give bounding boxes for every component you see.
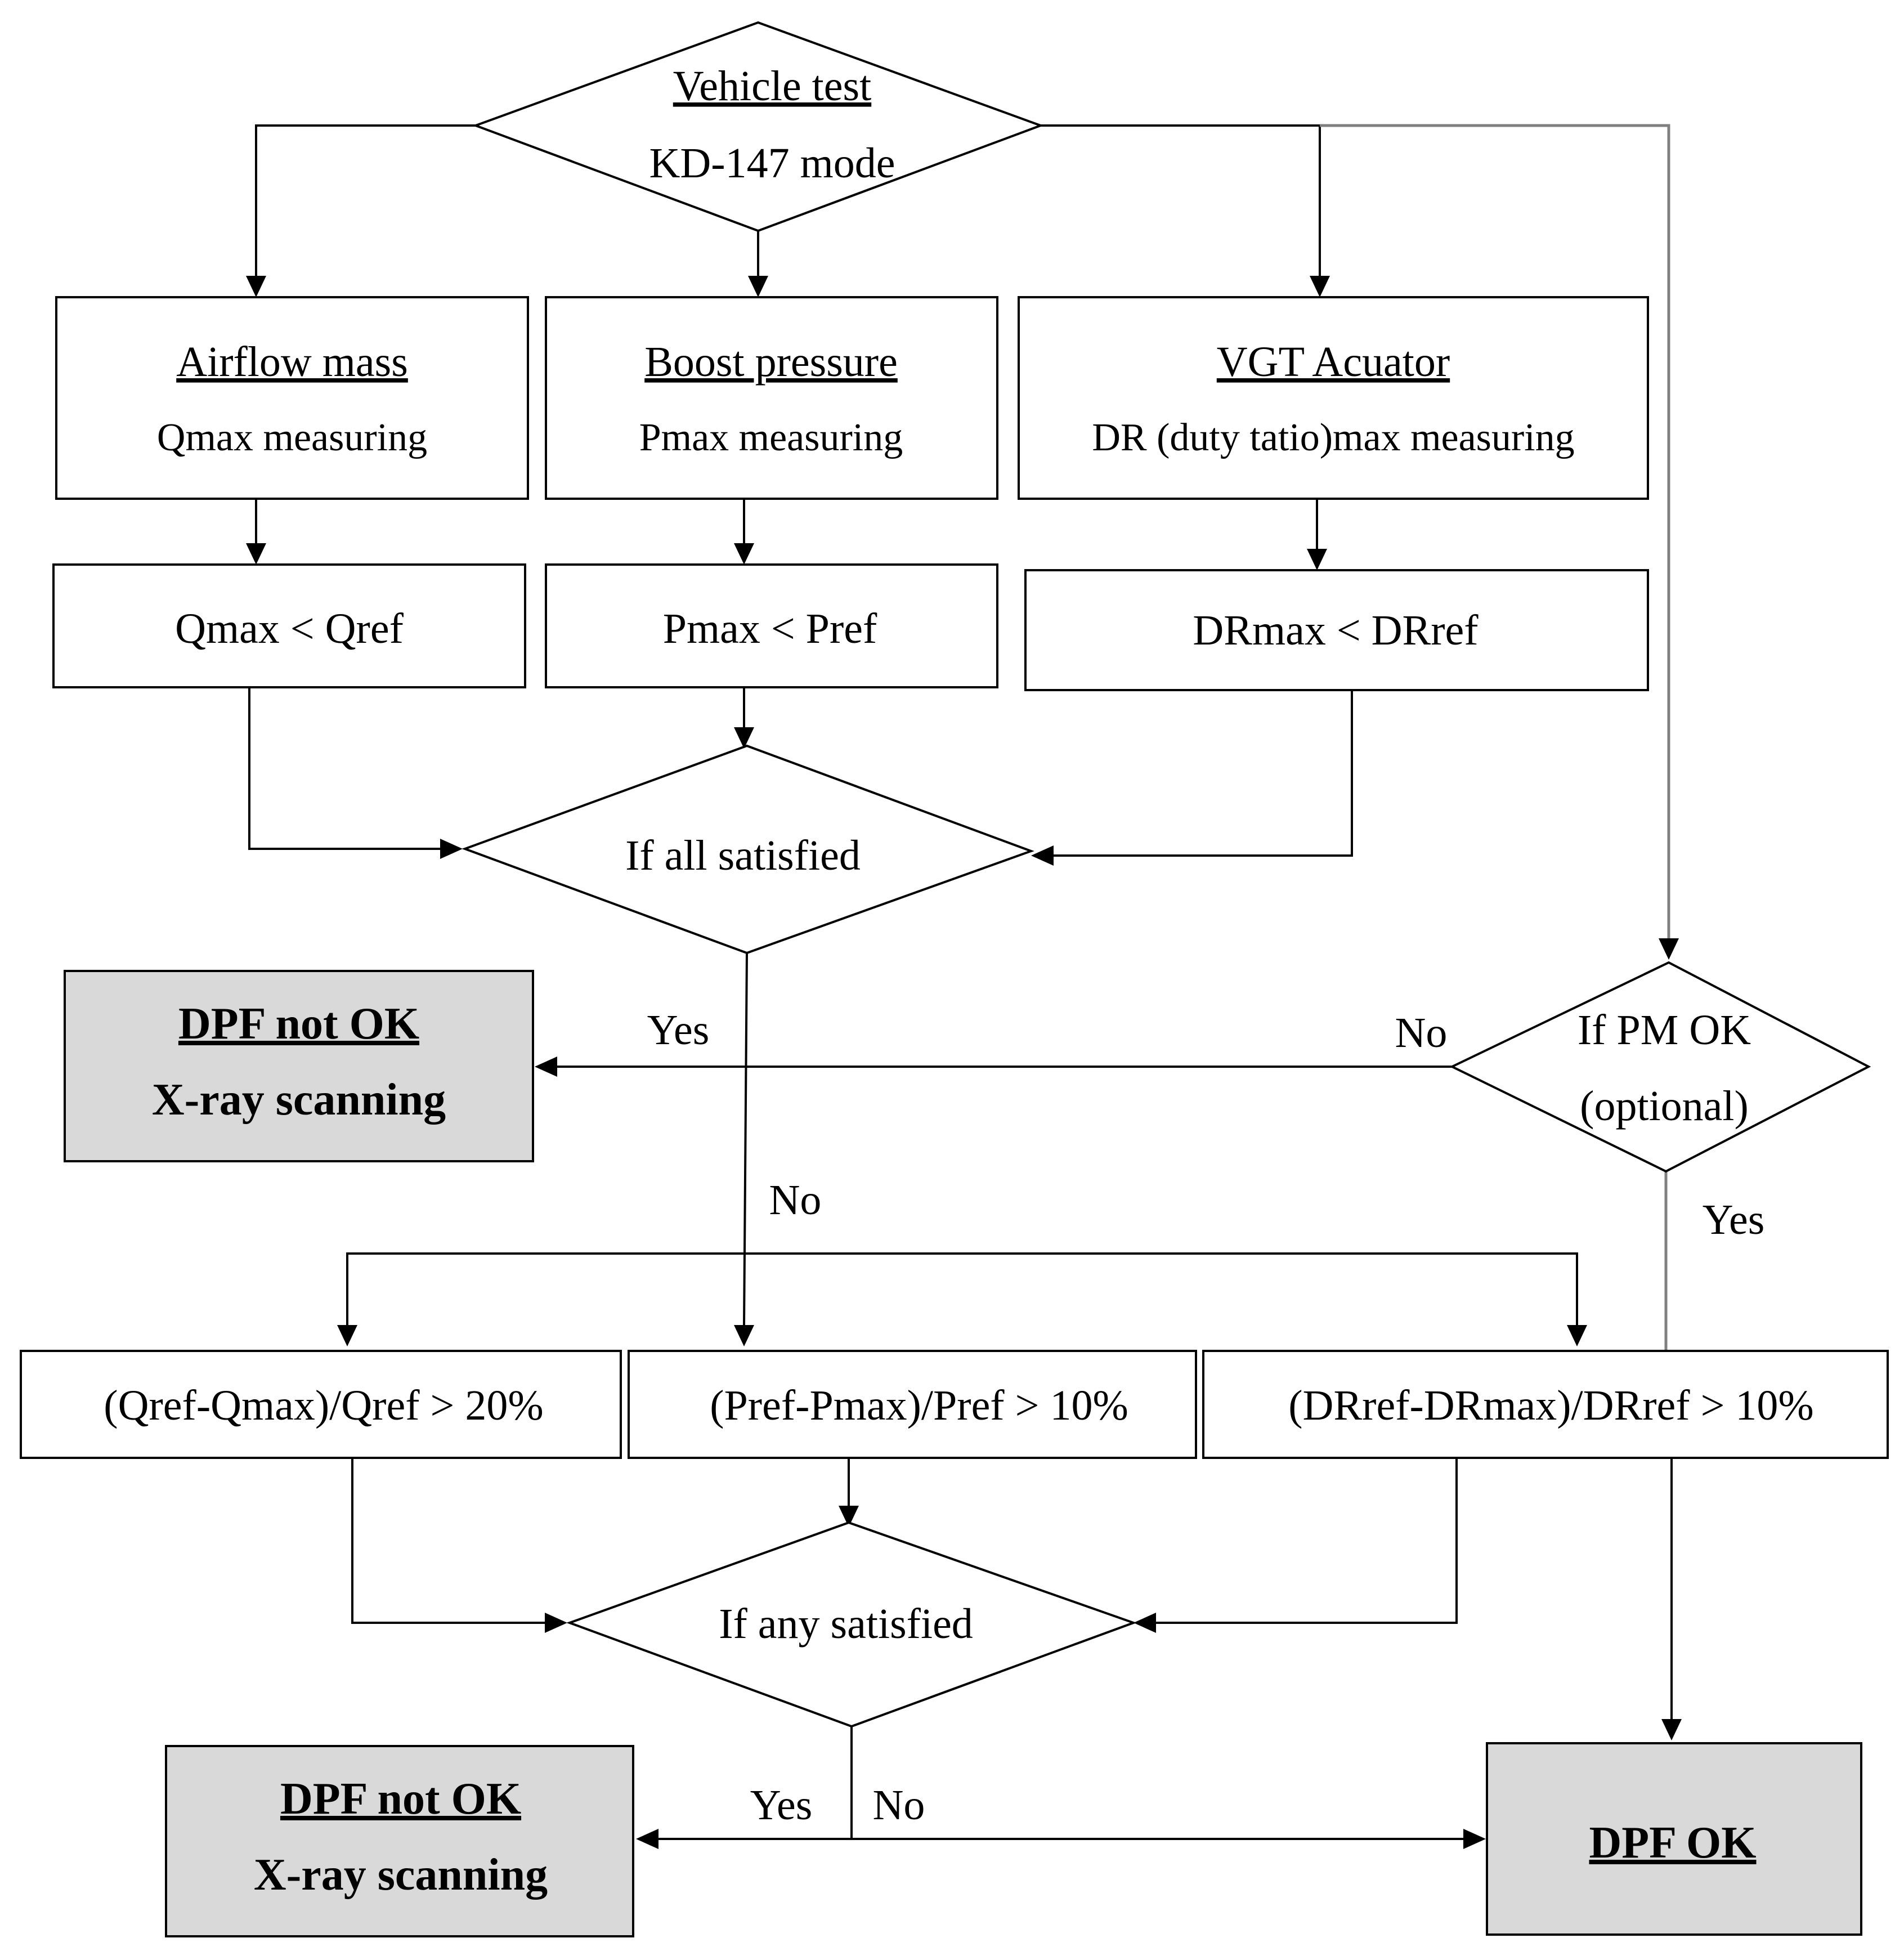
vgt-title: VGT Acuator bbox=[1217, 338, 1450, 386]
pcompare-text: Pmax < Pref bbox=[663, 605, 877, 652]
qcompare-box bbox=[52, 563, 526, 688]
connector-drcompare-all bbox=[1050, 690, 1353, 857]
drthreshold-box bbox=[1202, 1350, 1889, 1459]
connector-drthreshold-any bbox=[1154, 1458, 1458, 1624]
threshold-q: (Qref-Qmax)/Qref > 20% bbox=[20, 1350, 622, 1459]
drthreshold-text: (DRref-DRmax)/DRref > 10% bbox=[1288, 1382, 1814, 1429]
start-node: Vehicle test KD-147 mode bbox=[472, 21, 1044, 232]
edge-labels: Yes No No Yes Yes No bbox=[647, 1006, 1765, 1829]
decision-pm-line2: (optional) bbox=[1580, 1082, 1749, 1130]
start-title: Vehicle test bbox=[673, 62, 871, 110]
start-diamond bbox=[472, 21, 1044, 232]
qthreshold-text: (Qref-Qmax)/Qref > 20% bbox=[104, 1382, 543, 1429]
arrow-to-qcompare bbox=[246, 543, 266, 565]
arrow-to-notok-bottom bbox=[636, 1829, 658, 1849]
measure-boost: Boost pressure Pmax measuring bbox=[545, 296, 998, 500]
notok-top-title: DPF not OK bbox=[178, 999, 419, 1049]
label-yes-any: Yes bbox=[750, 1782, 813, 1829]
qcompare-text: Qmax < Qref bbox=[175, 605, 404, 652]
connector-qthreshold-any bbox=[351, 1458, 549, 1624]
arrow-to-ok-top bbox=[1661, 1719, 1682, 1740]
arrow-to-airflow bbox=[246, 276, 266, 297]
connector-start-pm bbox=[1320, 124, 1670, 943]
label-yes-pm: Yes bbox=[1703, 1196, 1765, 1243]
decision-all-diamond bbox=[462, 744, 1034, 955]
decision-any-text: If any satisfied bbox=[719, 1600, 973, 1648]
ok-result: DPF OK bbox=[1486, 1742, 1862, 1936]
connector-start-airflow bbox=[255, 124, 476, 281]
arrow-pt-to-any bbox=[839, 1506, 859, 1527]
qthreshold-box bbox=[20, 1350, 622, 1459]
decision-any: If any satisfied bbox=[566, 1521, 1137, 1728]
arrow-to-boost bbox=[748, 276, 768, 297]
boost-title: Boost pressure bbox=[644, 338, 898, 386]
label-no-all: No bbox=[769, 1176, 822, 1224]
threshold-p: (Pref-Pmax)/Pref > 10% bbox=[628, 1350, 1197, 1459]
notok-top: DPF not OK X-ray scanning bbox=[64, 970, 534, 1162]
boost-subtitle: Pmax measuring bbox=[639, 416, 903, 459]
compare-dr: DRmax < DRref bbox=[1024, 569, 1649, 691]
ok-box bbox=[1486, 1742, 1862, 1936]
decision-pm: If PM OK (optional) bbox=[1449, 961, 1871, 1173]
airflow-box bbox=[55, 296, 529, 500]
connector-start-vgt bbox=[1041, 124, 1321, 281]
drcompare-box bbox=[1024, 569, 1649, 691]
arrow-to-pthreshold bbox=[734, 1325, 754, 1346]
decision-pm-line1: If PM OK bbox=[1578, 1006, 1751, 1054]
label-yes-all: Yes bbox=[647, 1006, 710, 1054]
measure-airflow: Airflow mass Qmax measuring bbox=[55, 296, 529, 500]
decision-all-text: If all satisfied bbox=[625, 832, 861, 879]
arrow-p-to-all bbox=[734, 727, 754, 749]
threshold-dr: (DRref-DRmax)/DRref > 10% bbox=[1202, 1350, 1889, 1459]
connectors bbox=[246, 124, 1682, 1849]
airflow-subtitle: Qmax measuring bbox=[157, 416, 427, 459]
arrow-dr-to-all bbox=[1031, 845, 1054, 866]
boost-box bbox=[545, 296, 998, 500]
drcompare-text: DRmax < DRref bbox=[1193, 607, 1479, 654]
notok-top-subtitle: X-ray scanning bbox=[152, 1075, 446, 1125]
decision-any-diamond bbox=[566, 1521, 1137, 1728]
notok-bottom-title: DPF not OK bbox=[280, 1774, 521, 1824]
arrow-to-notok-top bbox=[535, 1057, 557, 1077]
arrow-q-to-all bbox=[440, 839, 463, 859]
compare-q: Qmax < Qref bbox=[52, 563, 526, 688]
arrow-to-ok-side bbox=[1463, 1829, 1486, 1849]
pcompare-box bbox=[545, 563, 998, 688]
ok-text: DPF OK bbox=[1589, 1818, 1757, 1868]
decision-all: If all satisfied bbox=[462, 744, 1034, 955]
notok-bottom-box bbox=[165, 1745, 634, 1937]
decision-pm-diamond bbox=[1449, 961, 1871, 1173]
arrow-drt-to-any bbox=[1134, 1613, 1156, 1633]
arrow-to-pcompare bbox=[734, 543, 754, 565]
arrow-to-pm bbox=[1659, 938, 1679, 960]
connector-qcompare-all bbox=[248, 688, 445, 850]
notok-bottom-subtitle: X-ray scanning bbox=[254, 1850, 548, 1900]
vgt-box bbox=[1018, 296, 1649, 500]
notok-top-box bbox=[64, 970, 534, 1162]
connector-all-down bbox=[743, 952, 748, 1326]
airflow-title: Airflow mass bbox=[176, 338, 408, 386]
compare-p: Pmax < Pref bbox=[545, 563, 998, 688]
measure-vgt: VGT Acuator DR (duty tatio)max measuring bbox=[1018, 296, 1649, 500]
arrow-to-vgt bbox=[1310, 276, 1330, 297]
label-no-any: No bbox=[873, 1782, 925, 1829]
start-mode: KD-147 mode bbox=[649, 140, 895, 187]
pthreshold-text: (Pref-Pmax)/Pref > 10% bbox=[710, 1382, 1128, 1429]
arrow-to-qthreshold bbox=[337, 1325, 357, 1346]
pthreshold-box bbox=[628, 1350, 1197, 1459]
notok-bottom: DPF not OK X-ray scanning bbox=[165, 1745, 634, 1937]
arrow-to-drthreshold bbox=[1567, 1325, 1587, 1346]
connector-branch-right bbox=[744, 1252, 1578, 1326]
arrow-to-drcompare bbox=[1307, 549, 1327, 570]
arrow-qt-to-any bbox=[545, 1613, 567, 1633]
vgt-subtitle: DR (duty tatio)max measuring bbox=[1092, 416, 1574, 459]
connector-branch-left bbox=[346, 1252, 744, 1326]
label-no-pm: No bbox=[1395, 1009, 1448, 1057]
